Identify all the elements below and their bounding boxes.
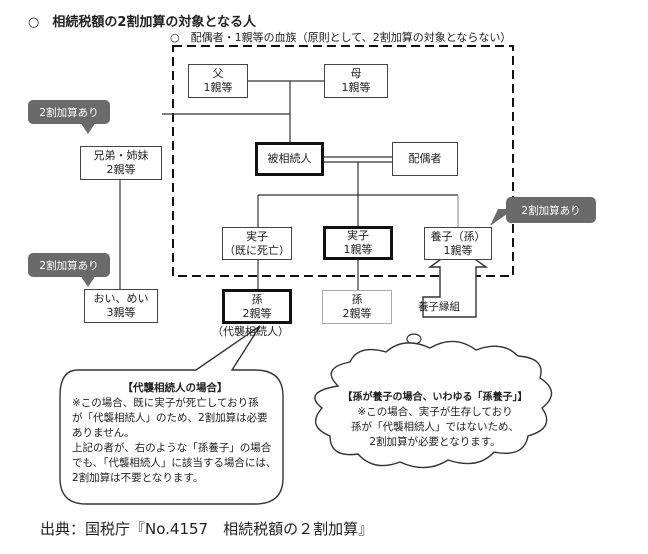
left-callout-bubble [59,325,284,505]
tag-pointer-nephew [80,275,96,287]
node-adopted-grandchild: 養子（孫）1親等 [424,227,492,260]
tag-adopted-surcharge: 2割加算あり [506,197,596,223]
first-degree-dashed-box [172,45,514,277]
right-callout-cloud [314,340,553,469]
page-title: ○ 相続税額の2割加算の対象となる人 [28,15,256,30]
node-child-deceased: 実子（既に死亡） [222,227,292,260]
left-callout-text: 【代襲相続人の場合】 ※この場合、既に実子が死亡しており孫 が「代襲相続人」のた… [72,382,277,484]
node-decedent: 被相続人 [255,142,324,176]
right-callout-text: 【孫が養子の場合、いわゆる「孫養子」】 ※この場合、実子が生存しており 孫が「代… [342,392,528,448]
dashed-box-caption: ○ 配偶者・1親等の血族（原則として、2割加算の対象とならない） [170,31,512,44]
source-citation: 出典：国税庁『No.4157 相続税額の２割加算』 [40,520,374,538]
representative-heir-label: （代襲相続人） [212,325,289,338]
tag-sibling-surcharge: 2割加算あり [28,100,110,124]
node-spouse: 配偶者 [392,142,458,176]
tag-pointer-sibling [80,122,96,134]
adoption-label: 養子縁組 [418,301,460,313]
tag-nephew-surcharge: 2割加算あり [28,253,110,277]
